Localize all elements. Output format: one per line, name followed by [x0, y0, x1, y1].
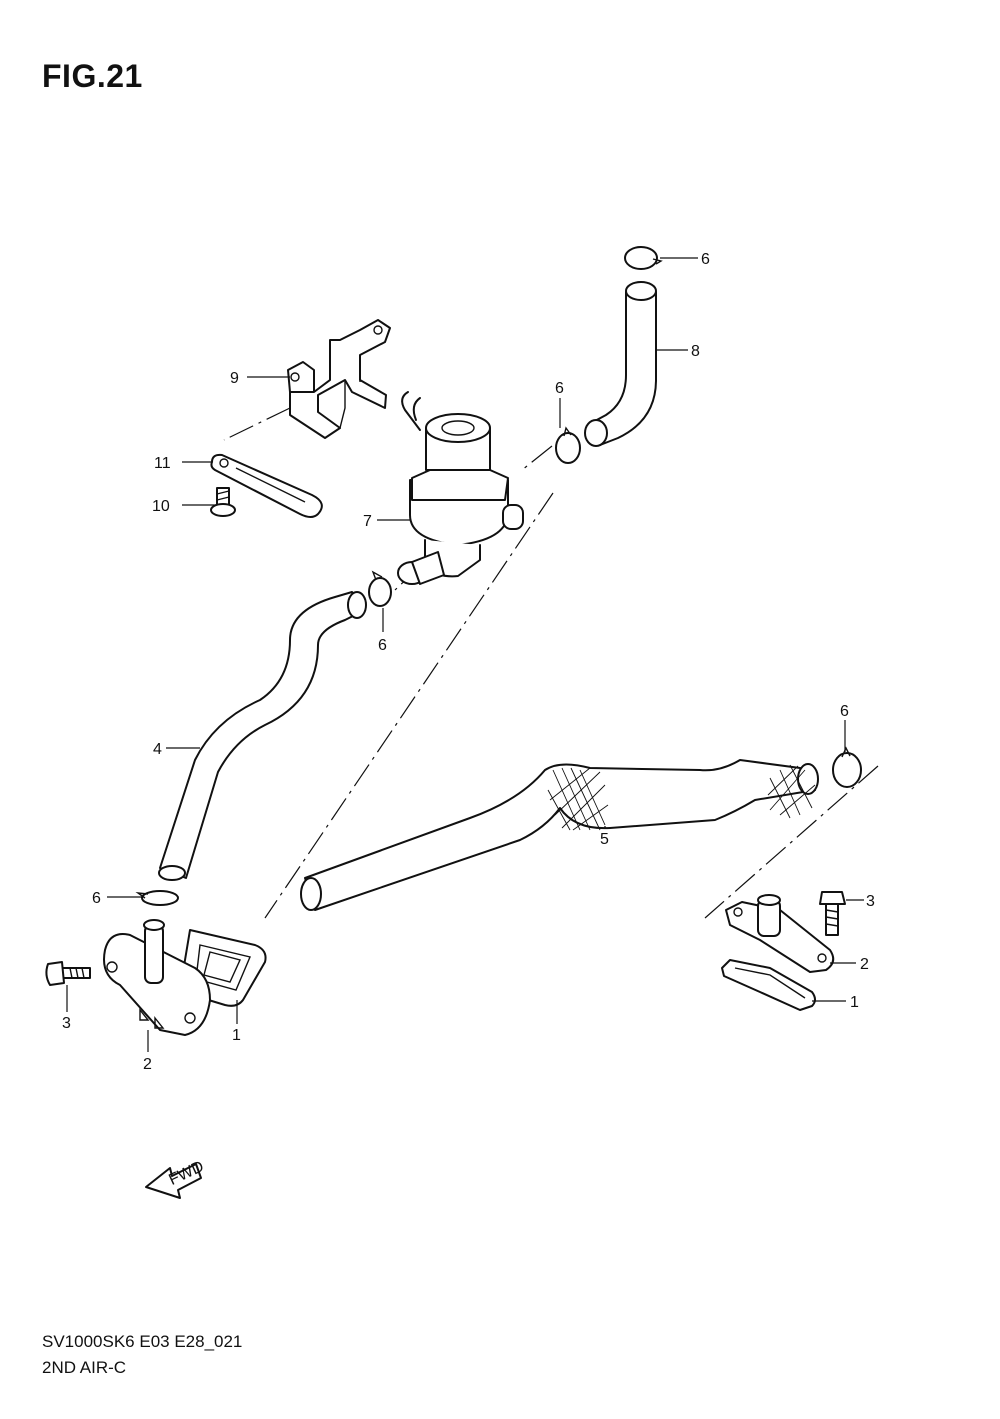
callout-2: 2 — [860, 956, 869, 973]
section-name: 2ND AIR-C — [42, 1358, 127, 1377]
part-8-hose — [584, 281, 657, 447]
part-2-cover-right — [725, 894, 835, 973]
callout-11: 11 — [154, 455, 171, 472]
reference-lines — [223, 407, 879, 919]
callout-6: 6 — [840, 703, 849, 720]
callout-6: 6 — [555, 380, 564, 397]
callout-2: 2 — [143, 1056, 152, 1073]
callout-5: 5 — [600, 831, 609, 848]
part-1-gasket-right — [721, 959, 816, 1011]
callout-7: 7 — [363, 513, 372, 530]
callout-6: 6 — [378, 637, 387, 654]
part-9-bracket — [287, 319, 391, 439]
callout-4: 4 — [153, 741, 162, 758]
part-6-clamp-right — [832, 746, 862, 788]
callout-1: 1 — [232, 1027, 241, 1044]
part-4-hose — [158, 591, 367, 881]
figure-title: FIG.21 — [42, 58, 143, 94]
callout-8: 8 — [691, 343, 700, 360]
part-10-screw — [210, 487, 236, 517]
part-3-bolt-right — [819, 891, 846, 936]
part-11-strap — [210, 453, 323, 518]
leader-lines — [66, 257, 864, 1052]
callout-10: 10 — [152, 498, 170, 515]
part-7-valve — [397, 391, 524, 585]
part-6-clamp-bottom — [135, 890, 179, 906]
fwd-arrow — [145, 1163, 202, 1199]
callout-6: 6 — [701, 251, 710, 268]
part-2-cover-left — [103, 919, 211, 1036]
part-6-clamp-top — [624, 246, 663, 270]
callout-3: 3 — [62, 1015, 71, 1032]
callout-6: 6 — [92, 890, 101, 907]
callout-9: 9 — [230, 370, 239, 387]
part-3-bolt-left — [45, 961, 91, 986]
callout-labels: 6 8 9 6 11 10 7 6 4 6 5 6 3 2 1 3 2 1 FW… — [62, 251, 875, 1189]
callout-1: 1 — [850, 994, 859, 1011]
part-6-clamp-valve — [368, 570, 392, 607]
callout-3: 3 — [866, 893, 875, 910]
part-6-clamp-mid — [555, 426, 581, 464]
part-5-hose — [300, 759, 819, 911]
model-code: SV1000SK6 E03 E28_021 — [42, 1332, 243, 1351]
